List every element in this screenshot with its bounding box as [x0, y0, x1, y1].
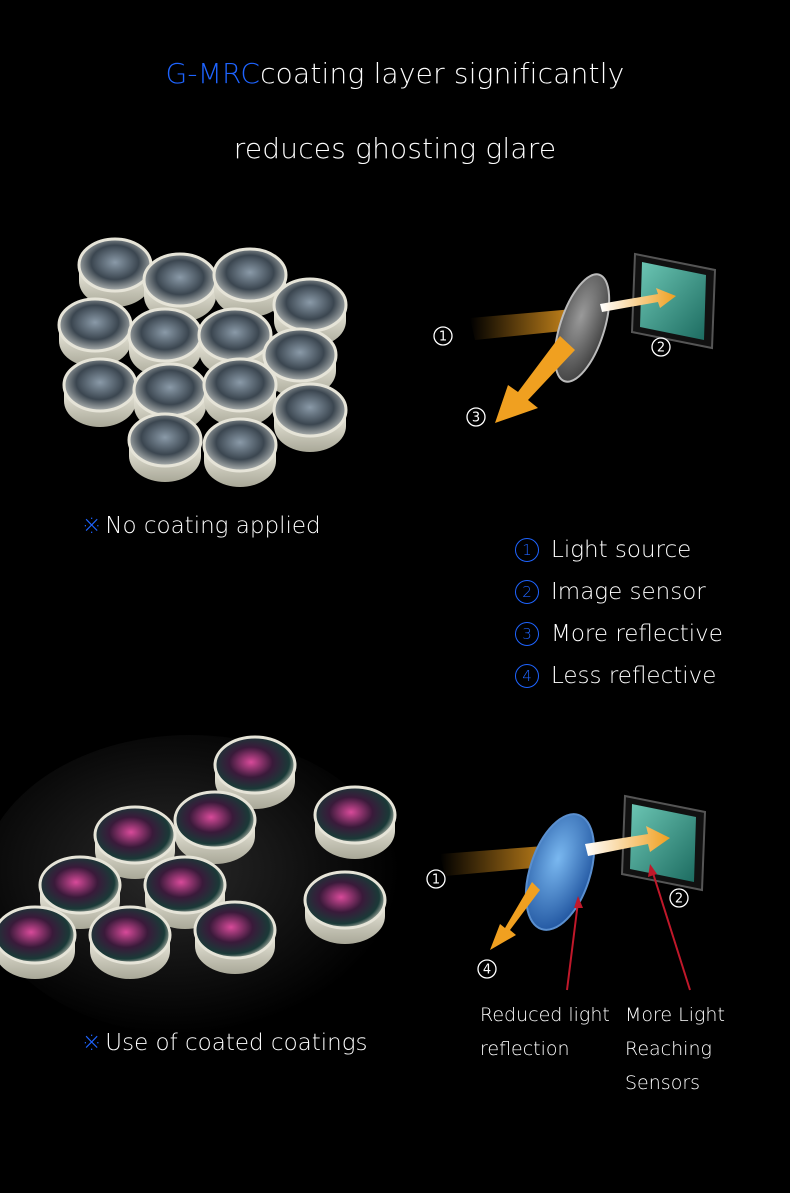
coated-lens: [0, 905, 77, 979]
legend-num: 1: [515, 538, 539, 562]
uncoated-lenses-image: [57, 237, 348, 487]
svg-text:2: 2: [657, 341, 665, 356]
coated-lenses-image: [0, 735, 400, 1035]
marker-1: 1: [433, 326, 453, 346]
coated-lens: [193, 900, 277, 974]
title-text-1: coating layer significantly: [260, 57, 625, 90]
note-mark-icon: ※: [82, 1030, 102, 1056]
legend-item-image-sensor: 2 Image sensor: [515, 579, 706, 605]
uncoated-lens: [202, 417, 278, 487]
uncoated-lens: [127, 412, 203, 482]
label-reduced-reflection: Reduced light reflection: [480, 998, 610, 1066]
brand-name: G-MRC: [165, 57, 261, 90]
legend-num: 4: [515, 664, 539, 688]
light-source-beam: [470, 308, 592, 340]
transmitted-beam: [585, 826, 670, 856]
legend-label: Less reflective: [551, 663, 717, 689]
coated-caption-text: Use of coated coatings: [105, 1030, 368, 1056]
legend-num: 2: [515, 580, 539, 604]
legend-label: Image sensor: [551, 579, 706, 605]
page-title-line-2: reduces ghosting glare: [233, 132, 557, 165]
svg-text:2: 2: [675, 892, 683, 907]
marker-1: 1: [426, 869, 446, 889]
label-line: reflection: [480, 1038, 570, 1060]
coated-lens: [88, 905, 172, 979]
pointer-arrow-reduced: [566, 901, 579, 991]
label-line: Reaching Sensors: [625, 1038, 712, 1094]
legend-item-more-reflective: 3 More reflective: [515, 621, 723, 647]
marker-2: 2: [669, 888, 689, 908]
svg-text:3: 3: [472, 411, 480, 426]
legend-item-light-source: 1 Light source: [515, 537, 691, 563]
uncoated-caption-text: No coating applied: [105, 513, 321, 539]
page-title-line-1: G-MRCcoating layer significantly: [0, 57, 790, 90]
label-more-light: More Light Reaching Sensors: [625, 998, 790, 1100]
coated-light-diagram: 1 2 4: [426, 794, 707, 991]
uncoated-light-diagram: 1 2 3: [433, 252, 717, 427]
legend-label: Light source: [551, 537, 692, 563]
coated-lens: [313, 785, 397, 859]
legend-item-less-reflective: 4 Less reflective: [515, 663, 716, 689]
uncoated-lens: [62, 357, 138, 427]
coated-caption: ※Use of coated coatings: [82, 1030, 368, 1056]
uncoated-caption: ※No coating applied: [82, 513, 321, 539]
uncoated-lens: [272, 382, 348, 452]
pointer-arrow-more-light: [651, 869, 691, 991]
coated-lens: [173, 790, 257, 864]
marker-4: 4: [477, 959, 497, 979]
coated-lens-icon: [524, 813, 596, 931]
uncoated-lens: [212, 247, 288, 317]
transmitted-beam: [600, 288, 676, 312]
uncoated-lens: [202, 357, 278, 427]
legend-num: 3: [515, 622, 539, 646]
uncoated-lens: [77, 237, 153, 307]
svg-text:1: 1: [439, 330, 447, 345]
label-line: Reduced light: [480, 1004, 610, 1026]
note-mark-icon: ※: [82, 513, 102, 539]
legend-label: More reflective: [551, 621, 723, 647]
svg-text:1: 1: [432, 873, 440, 888]
marker-3: 3: [466, 407, 486, 427]
label-line: More Light: [625, 1004, 725, 1026]
reflected-beam-arrow: [495, 336, 575, 423]
uncoated-lens: [57, 297, 133, 367]
reflected-beam-arrow: [490, 882, 540, 950]
marker-2: 2: [651, 337, 671, 357]
svg-text:4: 4: [483, 963, 491, 978]
coated-lens: [303, 870, 387, 944]
